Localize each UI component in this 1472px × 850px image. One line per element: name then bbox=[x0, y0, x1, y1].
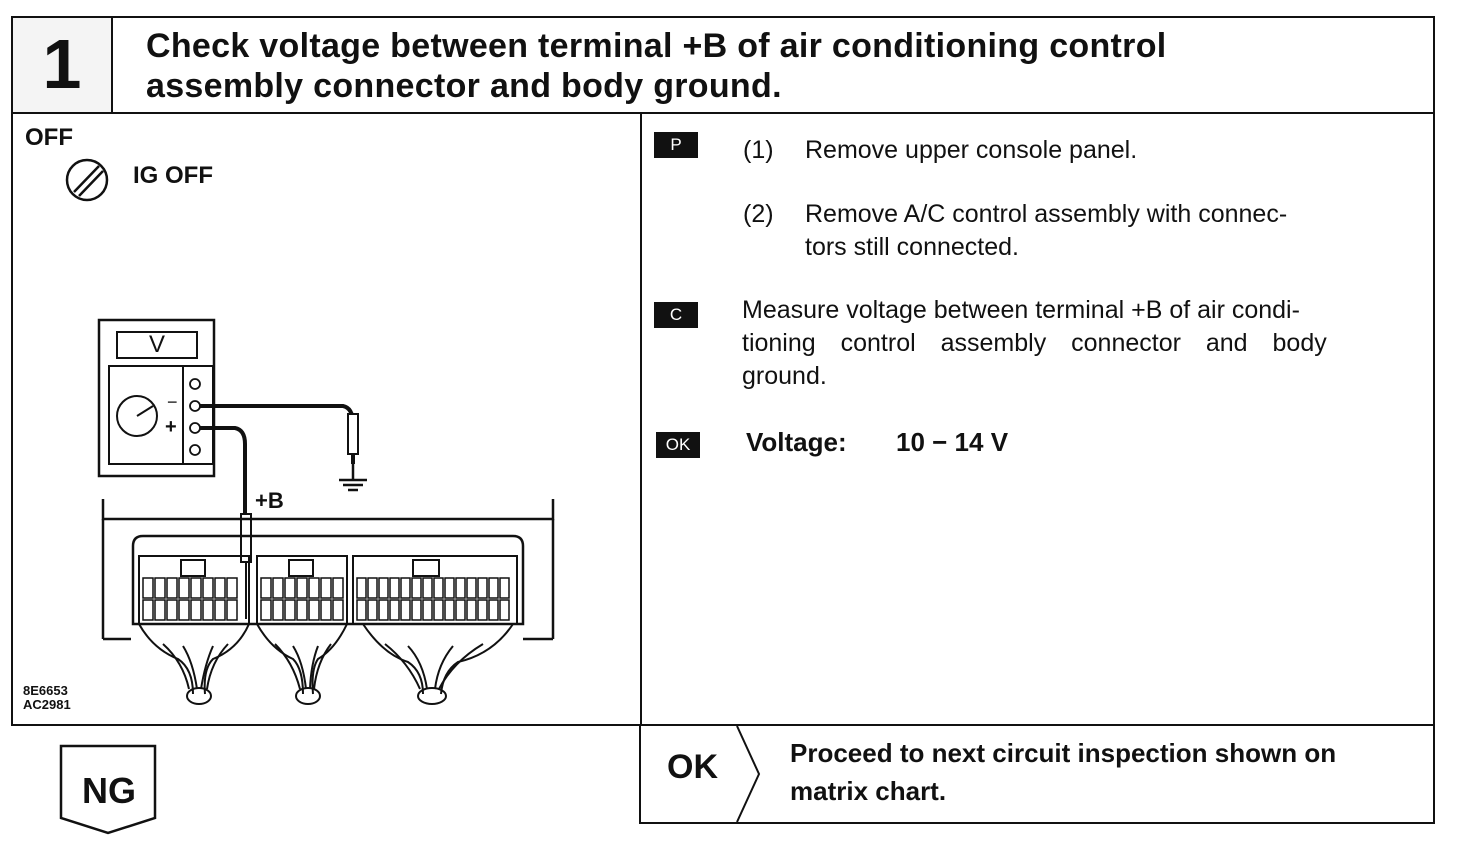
step-number-box: 1 bbox=[13, 18, 113, 112]
meter-minus-label: − bbox=[167, 392, 178, 412]
ok-result-text: Proceed to next circuit inspection shown… bbox=[790, 734, 1430, 810]
connector-middle bbox=[256, 555, 348, 625]
wiring-illustration bbox=[65, 158, 555, 705]
figure-code-2: AC2981 bbox=[23, 697, 71, 712]
step-header: 1 Check voltage between terminal +B of a… bbox=[11, 16, 1435, 114]
connector-left bbox=[138, 555, 250, 625]
voltmeter-icon bbox=[97, 318, 216, 478]
terminal-label: +B bbox=[255, 488, 284, 513]
step2-number: (2) bbox=[743, 200, 774, 228]
spec-value: 10 − 14 V bbox=[896, 427, 1009, 457]
check-line-2: tioning control assembly connector and b… bbox=[742, 329, 1327, 357]
title-line-1: Check voltage between terminal +B of air… bbox=[146, 27, 1167, 65]
ignition-label: IG OFF bbox=[133, 162, 213, 189]
test-leads bbox=[200, 404, 359, 619]
control-assembly-icon bbox=[101, 499, 555, 641]
step-title: Check voltage between terminal +B of air… bbox=[146, 26, 1416, 106]
ok-result-box: OK Proceed to next circuit inspection sh… bbox=[639, 726, 1435, 824]
meter-plus-label: + bbox=[165, 416, 177, 438]
check-line-1: Measure voltage between terminal +B of a… bbox=[742, 296, 1300, 324]
ok-badge: OK bbox=[656, 432, 700, 458]
check-line-3: ground. bbox=[742, 362, 827, 390]
prep-badge: P bbox=[654, 132, 698, 158]
main-panel: OFF IG OFF bbox=[11, 114, 1435, 726]
step-number: 1 bbox=[42, 25, 82, 103]
step1-text: Remove upper console panel. bbox=[805, 136, 1138, 164]
step2-text: Remove A/C control assembly with connec-… bbox=[805, 198, 1415, 264]
connector-right bbox=[352, 555, 518, 625]
figure-code-1: 8E6653 bbox=[23, 683, 68, 698]
column-divider bbox=[640, 114, 642, 724]
ng-result-label: NG bbox=[82, 770, 136, 811]
ok-result-line-2: matrix chart. bbox=[790, 776, 947, 806]
meter-display-label: V bbox=[148, 331, 165, 358]
ignition-switch-icon bbox=[65, 158, 109, 202]
wire-harness bbox=[138, 623, 514, 705]
step1-number: (1) bbox=[743, 136, 774, 164]
ok-result-line-1: Proceed to next circuit inspection shown… bbox=[790, 738, 1337, 768]
ok-result-label: OK bbox=[667, 748, 718, 786]
ng-tag-icon bbox=[59, 744, 157, 835]
check-badge: C bbox=[654, 302, 698, 328]
check-text: Measure voltage between terminal +B of a… bbox=[742, 294, 1410, 393]
ok-arrow-icon bbox=[736, 726, 761, 822]
ground-icon bbox=[339, 478, 367, 492]
switch-state-label: OFF bbox=[25, 124, 73, 151]
step2-line-1: Remove A/C control assembly with connec- bbox=[805, 200, 1288, 228]
spec-label: Voltage: bbox=[746, 427, 847, 457]
step2-line-2: tors still connected. bbox=[805, 233, 1019, 261]
title-line-2: assembly connector and body ground. bbox=[146, 67, 782, 105]
